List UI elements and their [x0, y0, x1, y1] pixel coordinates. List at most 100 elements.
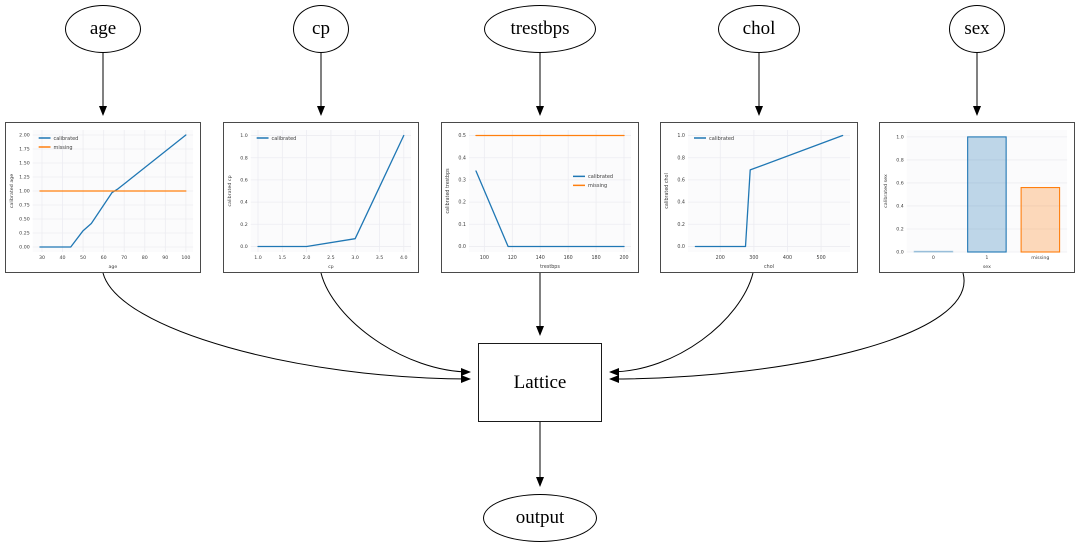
- svg-text:0.5: 0.5: [458, 133, 466, 139]
- svg-text:1.0: 1.0: [896, 134, 904, 140]
- svg-text:180: 180: [592, 255, 601, 261]
- svg-text:70: 70: [121, 255, 127, 261]
- svg-text:500: 500: [817, 255, 826, 261]
- svg-text:calibrated cp: calibrated cp: [227, 175, 233, 206]
- svg-text:3.5: 3.5: [376, 255, 384, 261]
- svg-text:0.2: 0.2: [677, 222, 685, 228]
- svg-text:400: 400: [783, 255, 792, 261]
- svg-text:chol: chol: [764, 264, 774, 270]
- input-node-chol-label: chol: [742, 18, 776, 39]
- input-node-chol: chol: [718, 5, 800, 53]
- svg-text:calibrated: calibrated: [709, 136, 734, 142]
- svg-text:0.2: 0.2: [458, 200, 466, 206]
- svg-text:1.00: 1.00: [19, 189, 30, 195]
- svg-text:40: 40: [60, 255, 66, 261]
- svg-text:4.0: 4.0: [400, 255, 408, 261]
- svg-text:0.1: 0.1: [458, 222, 466, 228]
- input-node-age: age: [65, 5, 141, 53]
- svg-text:30: 30: [39, 255, 45, 261]
- svg-text:0.0: 0.0: [240, 244, 248, 250]
- input-node-trestbps-label: trestbps: [510, 18, 570, 39]
- svg-text:cp: cp: [328, 265, 334, 270]
- svg-text:age: age: [108, 265, 117, 270]
- calibrator-chart-trestbps: 0.0 0.1 0.2 0.3 0.4 0.5 100 120 140 160 180 200 tres…: [445, 130, 631, 270]
- svg-text:1.75: 1.75: [19, 147, 30, 153]
- svg-text:1.5: 1.5: [279, 255, 287, 261]
- svg-text:120: 120: [508, 255, 517, 261]
- svg-text:calibrated: calibrated: [272, 136, 297, 142]
- svg-text:0.00: 0.00: [19, 245, 30, 251]
- svg-text:0.2: 0.2: [896, 227, 904, 233]
- svg-text:1.0: 1.0: [240, 133, 248, 139]
- svg-text:0.8: 0.8: [896, 158, 904, 164]
- svg-text:0.6: 0.6: [677, 178, 685, 184]
- input-node-sex-label: sex: [964, 18, 990, 39]
- calibrator-chart-age: 0.00 0.25 0.50 0.75 1.00 1.25 1.50 1.75 2.00 30 40…: [9, 130, 194, 270]
- edge-chol-plot-to-lattice: [609, 272, 754, 376]
- edge-age-plot-to-lattice: [102, 272, 471, 383]
- svg-text:0.6: 0.6: [896, 181, 904, 187]
- svg-text:2.00: 2.00: [19, 133, 30, 139]
- input-node-cp: cp: [293, 5, 349, 53]
- svg-text:3.0: 3.0: [351, 255, 359, 261]
- svg-text:160: 160: [564, 255, 573, 261]
- output-node-label: output: [515, 507, 565, 528]
- calibrator-plot-cp: 0.0 0.2 0.4 0.6 0.8 1.0 1.0 1.5 2.0 2.5 3.0 3.5 4.0 c…: [223, 122, 419, 273]
- svg-text:1.50: 1.50: [19, 161, 30, 167]
- svg-text:0.0: 0.0: [677, 244, 685, 250]
- svg-text:0.8: 0.8: [240, 155, 248, 161]
- calibrator-plot-trestbps: 0.0 0.1 0.2 0.3 0.4 0.5 100 120 140 160 180 200 tres…: [441, 122, 639, 273]
- input-node-sex: sex: [949, 5, 1005, 53]
- calibrator-plot-age: 0.00 0.25 0.50 0.75 1.00 1.25 1.50 1.75 2.00 30 40…: [5, 122, 201, 273]
- svg-text:calibrated sex: calibrated sex: [883, 174, 889, 208]
- svg-text:300: 300: [749, 255, 758, 261]
- svg-text:0.4: 0.4: [458, 155, 466, 161]
- edge-sex-plot-to-lattice: [609, 272, 965, 383]
- svg-text:0.4: 0.4: [677, 200, 685, 206]
- svg-text:60: 60: [101, 255, 107, 261]
- svg-text:0.6: 0.6: [240, 177, 248, 183]
- input-node-trestbps: trestbps: [484, 5, 596, 53]
- svg-text:0.0: 0.0: [458, 244, 466, 250]
- svg-text:calibrated: calibrated: [54, 136, 79, 142]
- svg-text:calibrated age: calibrated age: [9, 174, 15, 209]
- svg-text:0.2: 0.2: [240, 222, 248, 228]
- svg-text:missing: missing: [588, 183, 607, 189]
- svg-text:140: 140: [536, 255, 545, 261]
- svg-text:calibrated chol: calibrated chol: [664, 173, 670, 209]
- svg-text:0.4: 0.4: [240, 200, 248, 206]
- lattice-node-label: Lattice: [513, 371, 567, 393]
- svg-text:0: 0: [932, 255, 935, 261]
- svg-text:0.50: 0.50: [19, 217, 30, 223]
- svg-text:1.0: 1.0: [677, 133, 685, 139]
- svg-text:80: 80: [142, 255, 148, 261]
- svg-text:0.3: 0.3: [458, 178, 466, 184]
- svg-text:calibrated trestbps: calibrated trestbps: [445, 168, 451, 214]
- svg-text:0.75: 0.75: [19, 203, 30, 209]
- svg-text:50: 50: [80, 255, 86, 261]
- svg-text:1.0: 1.0: [254, 255, 262, 261]
- output-node: output: [483, 494, 597, 542]
- svg-text:trestbps: trestbps: [540, 264, 560, 270]
- input-node-cp-label: cp: [312, 18, 330, 39]
- svg-text:0.8: 0.8: [677, 155, 685, 161]
- svg-text:sex: sex: [983, 265, 991, 270]
- svg-text:200: 200: [619, 255, 628, 261]
- svg-text:2.5: 2.5: [327, 255, 335, 261]
- svg-text:0.25: 0.25: [19, 231, 30, 237]
- svg-text:2.0: 2.0: [303, 255, 311, 261]
- svg-text:100: 100: [480, 255, 489, 261]
- svg-text:1.25: 1.25: [19, 175, 30, 181]
- input-node-age-label: age: [89, 18, 117, 39]
- edge-cp-plot-to-lattice: [320, 272, 471, 376]
- svg-text:missing: missing: [1031, 255, 1049, 261]
- svg-text:calibrated: calibrated: [588, 174, 613, 180]
- calibrator-chart-cp: 0.0 0.2 0.4 0.6 0.8 1.0 1.0 1.5 2.0 2.5 3.0 3.5 4.0 c…: [227, 130, 412, 270]
- svg-text:missing: missing: [54, 145, 73, 151]
- svg-text:1: 1: [985, 255, 988, 261]
